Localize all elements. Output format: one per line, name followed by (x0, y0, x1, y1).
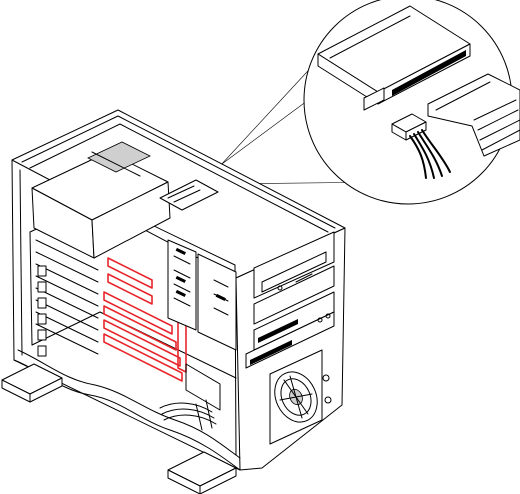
data-connector (392, 50, 466, 96)
detail-callout (303, 0, 520, 205)
internal-cable-bundle (159, 363, 221, 431)
power-connector (363, 87, 385, 111)
chassis-feet (1, 363, 237, 494)
internal-drive-cage (167, 239, 237, 351)
ribbon-cable (427, 73, 520, 157)
power-supply (31, 141, 171, 259)
cdrom-drive (253, 231, 335, 299)
front-drive-bays (245, 265, 335, 369)
expansion-slot-covers (35, 239, 99, 357)
front-cooling-fan (269, 349, 332, 445)
referenced-drive-bay (159, 179, 219, 211)
